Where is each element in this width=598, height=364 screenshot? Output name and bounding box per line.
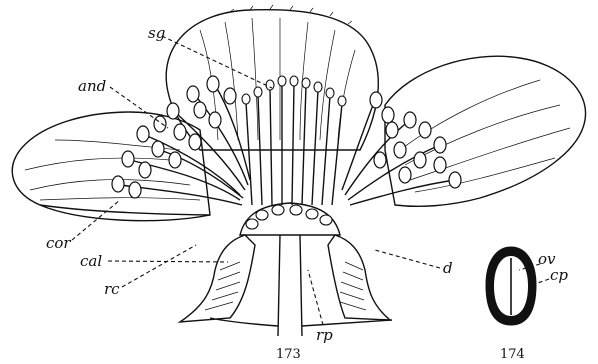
figure-174: ov cp 174 (486, 247, 568, 362)
label-d: d (443, 259, 453, 277)
petal-back-veins (200, 18, 355, 140)
figure-number-173: 173 (276, 347, 301, 362)
label-rc: rc (104, 280, 120, 298)
label-cp: cp (550, 266, 568, 284)
label-cal: cal (80, 252, 102, 270)
stamens-left (112, 76, 250, 205)
stalk (278, 235, 302, 336)
label-sg: sg (148, 24, 165, 42)
stamens-right (342, 92, 461, 205)
styles (246, 84, 342, 205)
figure-number-174: 174 (500, 347, 525, 362)
petal-right (385, 56, 586, 206)
label-rp: rp (316, 326, 333, 344)
calyx-hatching (205, 262, 366, 310)
carpels (246, 205, 332, 229)
calyx-right (328, 235, 390, 320)
label-and: and (78, 77, 106, 95)
label-cor: cor (46, 234, 71, 252)
